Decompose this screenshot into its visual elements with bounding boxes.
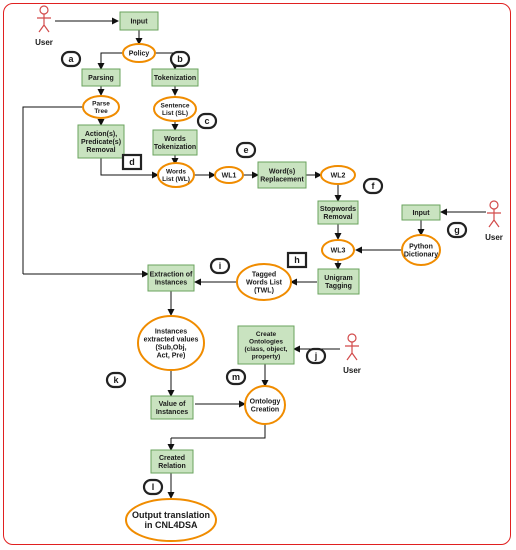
input-right-label: Input [412,210,430,217]
badge-b: b [169,50,191,68]
badge-c-label: c [204,116,209,126]
user-middle-label: User [343,366,361,375]
word-replacement-label: Word(s)Replacement [260,168,304,183]
policy-oval: Policy [122,43,156,63]
badge-f: f [362,177,384,195]
tokenization-label: Tokenization [154,75,196,82]
word-replacement-box: Word(s)Replacement [257,161,307,189]
policy-label: Policy [129,50,150,57]
diagram-frame [3,3,511,545]
action-removal-box: Action(s),Predicate(s)Removal [77,124,125,159]
tokenization-box: Tokenization [151,68,199,87]
badge-e-label: e [243,145,248,155]
connectors [22,17,486,499]
user-top-left-label: User [35,38,53,47]
badge-a: a [60,50,82,68]
badge-m-label: m [232,372,240,382]
badge-m: m [225,368,247,386]
user-right-icon: User [485,200,503,242]
wl3-oval: WL3 [321,239,355,261]
badge-b-label: b [177,54,183,64]
badge-l-label: l [152,482,155,492]
badge-e: e [235,141,257,159]
user-middle-icon: User [343,333,361,375]
wl1-label: WL1 [222,172,237,179]
badge-g-label: g [454,225,460,235]
badge-k: k [105,371,127,389]
wl1-oval: WL1 [214,166,244,184]
badge-h-label: h [294,255,300,265]
badge-g: g [446,221,468,239]
badge-f-label: f [372,181,376,191]
badge-d: d [121,153,143,171]
user-top-left-icon: User [35,5,53,47]
badge-j: j [305,347,327,365]
badge-i-label: i [219,261,222,271]
badge-h: h [286,251,308,269]
input-label: Input [130,18,148,25]
input-right-box: Input [401,204,441,221]
action-removal-label: Action(s),Predicate(s)Removal [81,131,121,154]
wl2-oval: WL2 [320,165,356,185]
badge-c: c [196,112,218,130]
badge-j-label: j [314,351,318,361]
input-box: Input [119,11,159,31]
parsing-box: Parsing [81,68,121,87]
badge-d-label: d [129,157,135,167]
badge-k-label: k [113,375,119,385]
badge-i: i [209,257,231,275]
user-right-label: User [485,233,503,242]
parsing-label: Parsing [88,75,114,82]
wl3-label: WL3 [331,247,346,254]
wl2-label: WL2 [331,172,346,179]
badge-l: l [142,478,164,496]
badge-a-label: a [68,54,74,64]
